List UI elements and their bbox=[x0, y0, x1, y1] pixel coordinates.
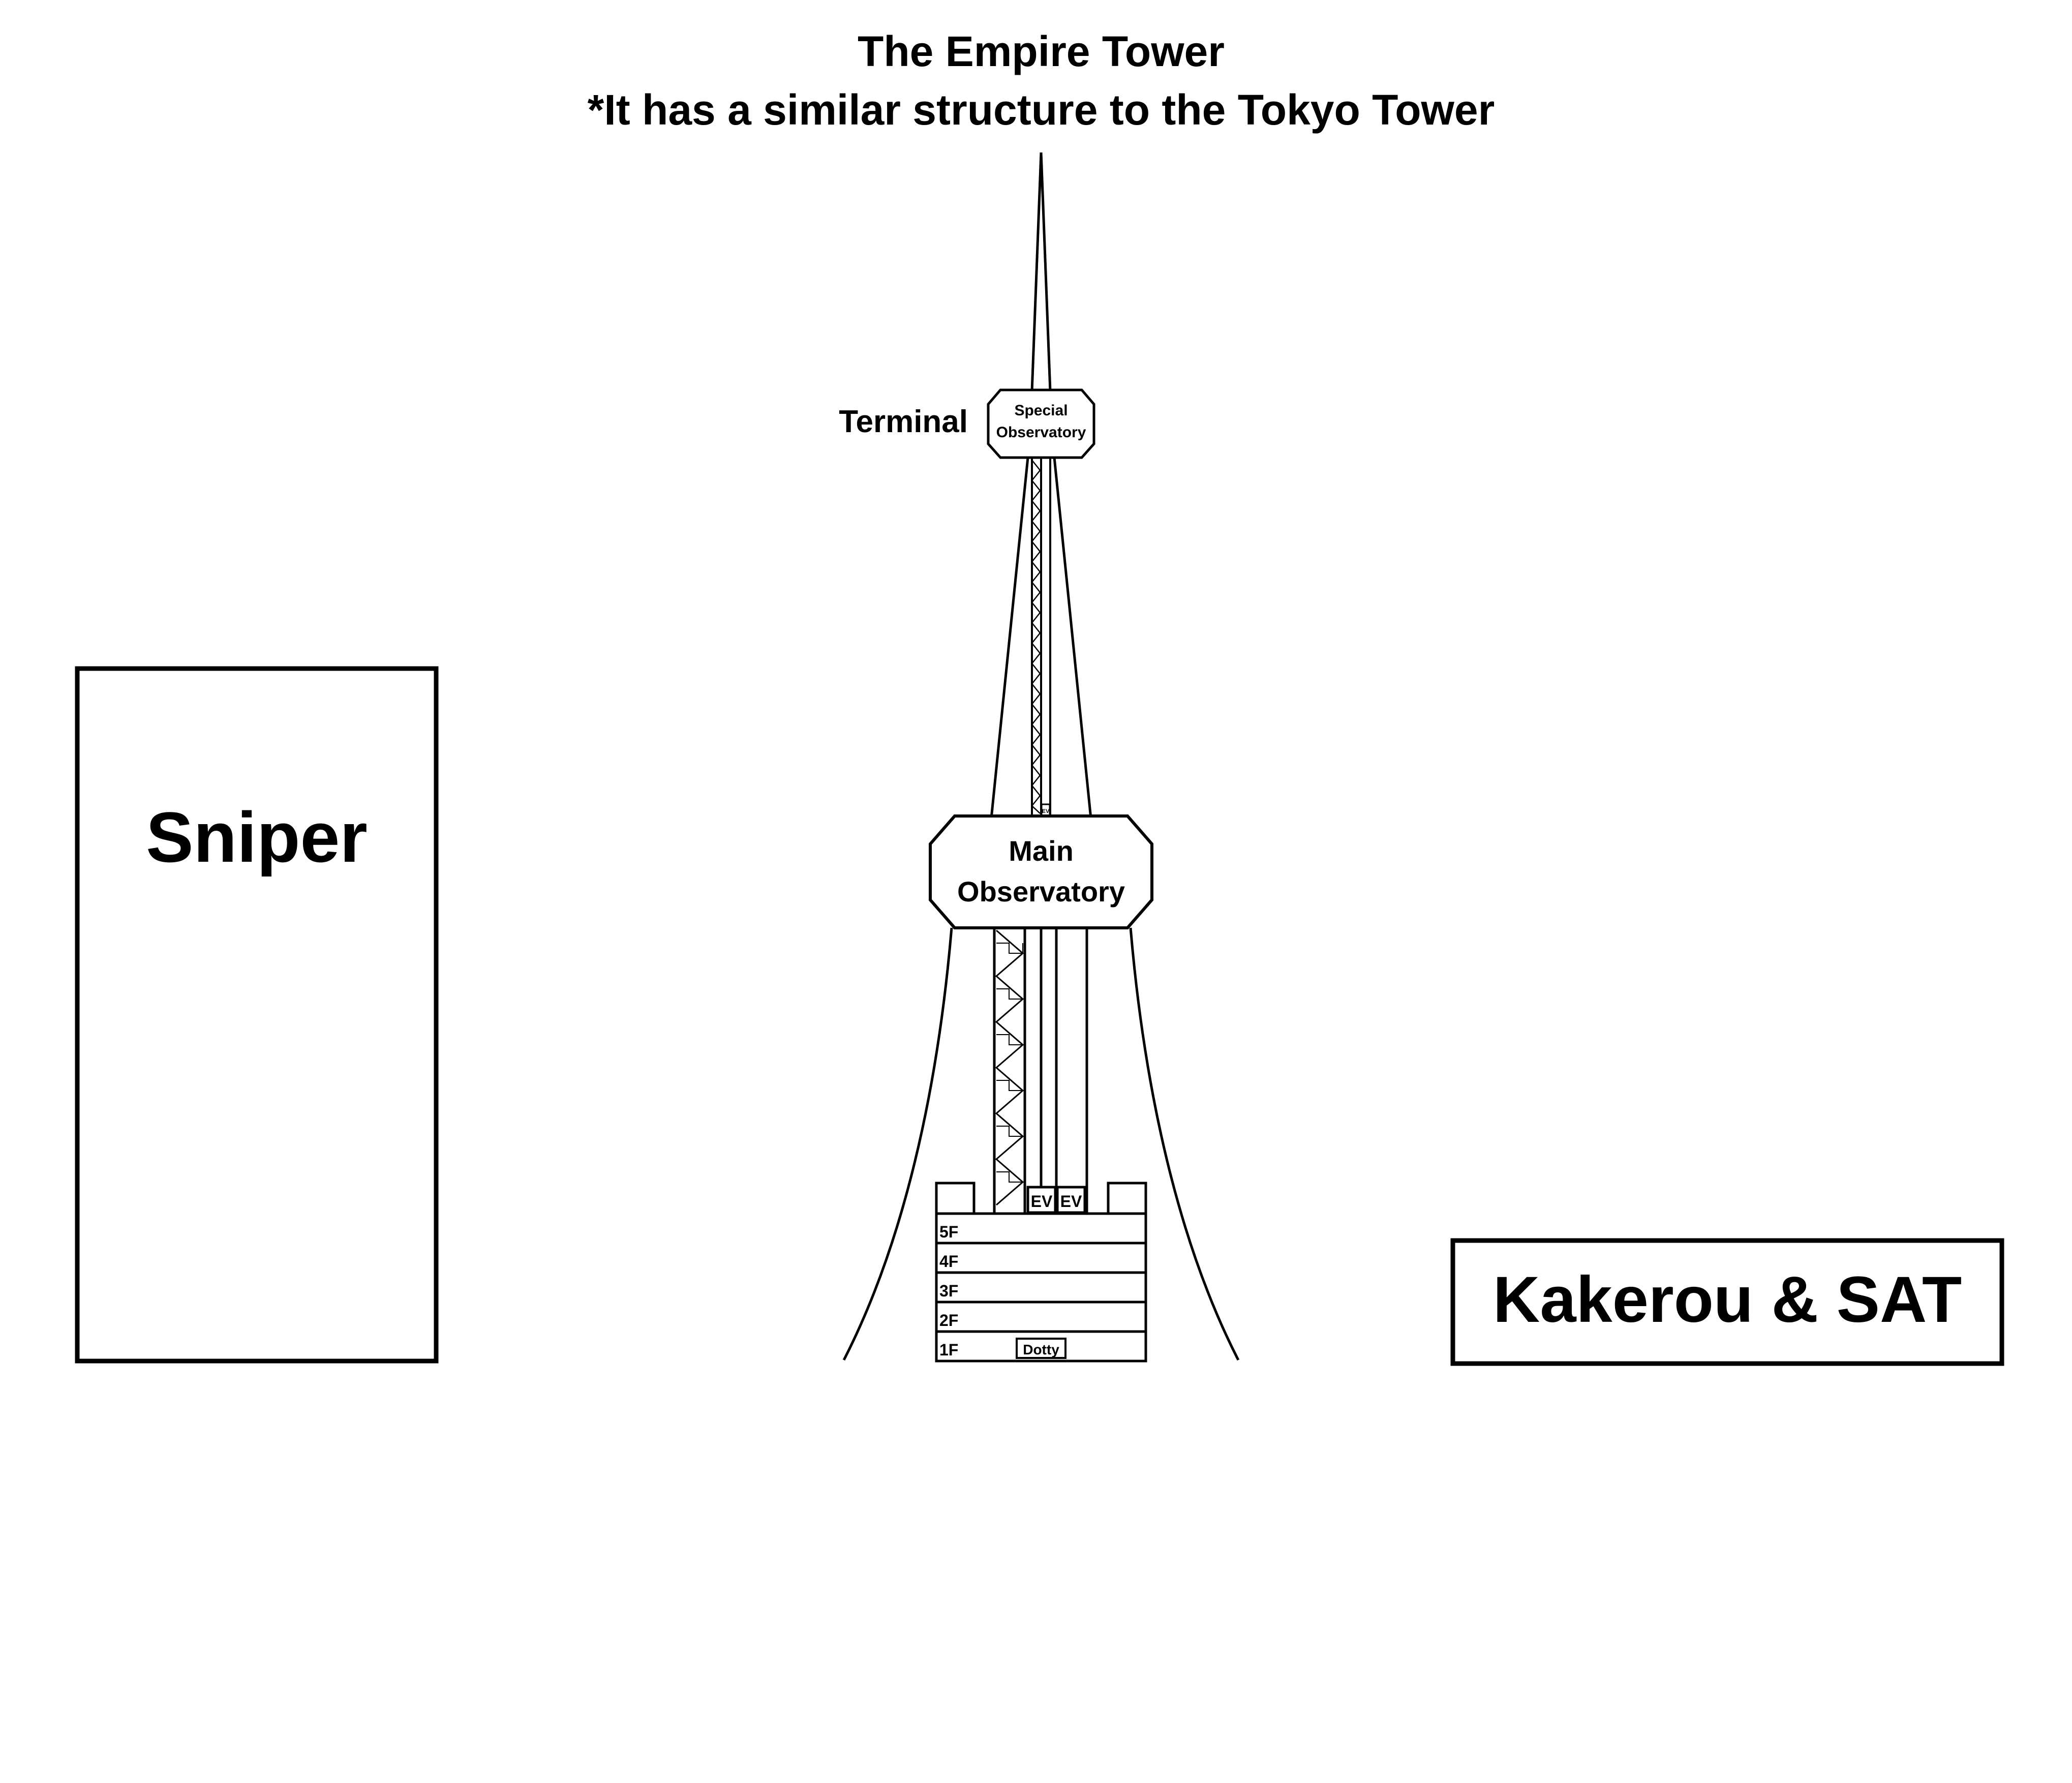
diagram-subtitle: *It has a similar structure to the Tokyo… bbox=[588, 86, 1495, 134]
main-observatory-label-line2: Observatory bbox=[957, 875, 1125, 908]
tower-base-building: 5F 4F 3F 2F 1F Dotty bbox=[935, 1182, 1147, 1363]
antenna-spire bbox=[1030, 152, 1052, 392]
base-left-turret bbox=[935, 1182, 976, 1215]
main-observatory-outline bbox=[929, 814, 1153, 929]
floor-label-5f: 5F bbox=[939, 1223, 958, 1241]
upper-shaft: EV bbox=[1031, 458, 1051, 817]
tower: EV Special Observatory Terminal bbox=[839, 152, 1240, 1363]
lower-leg-left bbox=[842, 927, 953, 1361]
lower-staircase bbox=[995, 929, 1024, 1206]
main-observatory-label-line1: Main bbox=[1009, 835, 1074, 867]
sniper-label: Sniper bbox=[146, 797, 368, 877]
kakerou-sat-label: Kakerou & SAT bbox=[1493, 1263, 1962, 1336]
floor-label-3f: 3F bbox=[939, 1282, 958, 1300]
terminal-label: Terminal bbox=[839, 404, 968, 439]
floor-label-1f: 1F bbox=[939, 1341, 958, 1359]
lower-leg-right bbox=[1129, 927, 1240, 1361]
floor-label-2f: 2F bbox=[939, 1311, 958, 1329]
kakerou-sat-outline bbox=[1450, 1238, 2004, 1366]
base-right-turret bbox=[1107, 1182, 1147, 1215]
special-observatory-label-line2: Observatory bbox=[996, 424, 1086, 441]
base-ev-right-label: EV bbox=[1060, 1192, 1082, 1211]
kakerou-sat-position: Kakerou & SAT bbox=[1450, 1238, 2004, 1366]
base-ev-left-label: EV bbox=[1031, 1192, 1053, 1211]
upper-leg-right bbox=[1053, 457, 1092, 819]
upper-staircase bbox=[1031, 460, 1041, 814]
upper-leg-left bbox=[990, 457, 1029, 819]
special-ev-label: EV bbox=[1042, 808, 1050, 814]
special-observatory-outline bbox=[987, 388, 1095, 459]
lower-shaft: EV EV bbox=[993, 928, 1088, 1214]
floor-label-4f: 4F bbox=[939, 1252, 958, 1271]
base-building-outline bbox=[935, 1212, 1147, 1363]
special-observatory: Special Observatory bbox=[987, 388, 1095, 459]
diagram-title: The Empire Tower bbox=[858, 27, 1225, 75]
dotty-label: Dotty bbox=[1023, 1342, 1059, 1357]
special-observatory-label-line1: Special bbox=[1014, 402, 1068, 419]
main-observatory: Main Observatory bbox=[929, 814, 1153, 929]
sniper-building-outline bbox=[75, 666, 439, 1364]
sniper-building: Sniper bbox=[75, 666, 439, 1364]
dotty-box bbox=[1016, 1338, 1067, 1359]
